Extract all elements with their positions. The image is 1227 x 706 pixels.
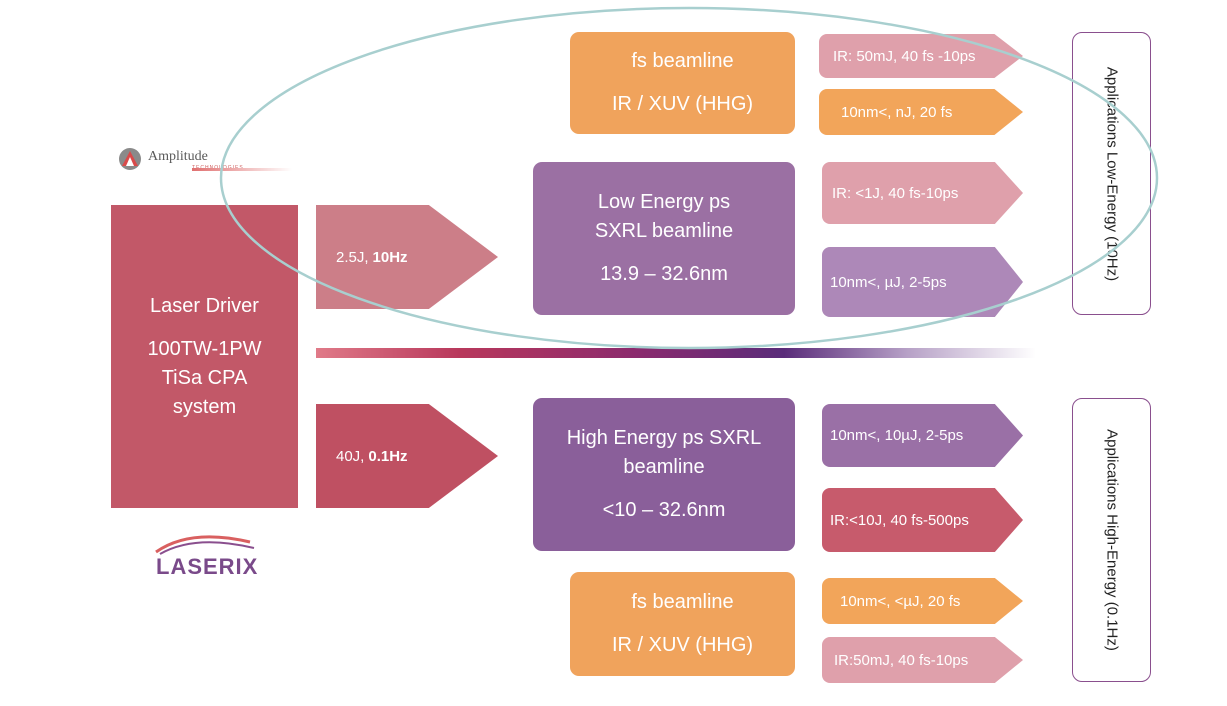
output-tag: 10nm<, 10µJ, 2-5ps — [822, 404, 1023, 467]
high-energy-arrow: 40J, 0.1Hz — [316, 404, 498, 508]
fs-beamline-top-title: fs beamline — [631, 50, 734, 72]
laser-driver-system: system — [172, 395, 237, 418]
laser-driver-box: Laser Driver 100TW-1PW TiSa CPA system — [111, 205, 298, 508]
divider-gradient-bar — [316, 348, 1036, 358]
low-energy-ps-title-1: Low Energy ps — [597, 191, 731, 213]
high-energy-ps-title-1: High Energy ps SXRL — [566, 427, 762, 449]
output-tag: IR:<10J, 40 fs-500ps — [822, 488, 1023, 552]
high-energy-ps-title-2: beamline — [623, 456, 705, 478]
output-tag: IR: 50mJ, 40 fs -10ps — [819, 34, 1023, 78]
applications-low-energy-label: Applications Low-Energy (10Hz) — [1103, 66, 1120, 281]
low-energy-arrow: 2.5J, 10Hz — [316, 205, 498, 309]
amplitude-logo-mark — [119, 148, 141, 170]
fs-beamline-top-box: fs beamline IR / XUV (HHG) — [570, 32, 795, 134]
laser-driver-title: Laser Driver — [150, 294, 259, 317]
applications-low-energy-box: Applications Low-Energy (10Hz) — [1072, 32, 1151, 315]
laser-driver-type: TiSa CPA — [161, 366, 248, 389]
output-tag: 10nm<, nJ, 20 fs — [819, 89, 1023, 135]
amplitude-logo: Amplitude TECHNOLOGIES — [116, 146, 296, 176]
high-energy-ps-box: High Energy ps SXRL beamline <10 – 32.6n… — [533, 398, 795, 551]
amplitude-logo-text: Amplitude — [148, 149, 208, 164]
low-energy-ps-box: Low Energy ps SXRL beamline 13.9 – 32.6n… — [533, 162, 795, 315]
fs-beamline-top-sub: IR / XUV (HHG) — [611, 93, 754, 115]
laserix-logo: LASERIX — [150, 528, 260, 580]
amplitude-logo-swoosh — [192, 168, 292, 171]
applications-high-energy-label: Applications High-Energy (0.1Hz) — [1103, 429, 1120, 651]
laserix-logo-text: LASERIX — [156, 554, 259, 579]
high-energy-ps-range: <10 – 32.6nm — [602, 499, 726, 521]
low-energy-arrow-rate: 10Hz — [372, 248, 408, 266]
low-energy-ps-range: 13.9 – 32.6nm — [600, 263, 728, 285]
high-energy-arrow-rate: 0.1Hz — [368, 447, 408, 465]
laserix-logo-swoosh — [155, 535, 255, 555]
fs-beamline-bottom-box: fs beamline IR / XUV (HHG) — [570, 572, 795, 676]
output-tag: IR:50mJ, 40 fs-10ps — [822, 637, 1023, 683]
fs-beamline-bottom-sub: IR / XUV (HHG) — [611, 634, 754, 656]
low-energy-ps-title-2: SXRL beamline — [594, 220, 734, 242]
output-tag: 10nm<, <µJ, 20 fs — [822, 578, 1023, 624]
output-tag: 10nm<, µJ, 2-5ps — [822, 247, 1023, 317]
laser-driver-power: 100TW-1PW — [147, 337, 262, 360]
fs-beamline-bottom-title: fs beamline — [631, 591, 734, 613]
output-tag: IR: <1J, 40 fs-10ps — [822, 162, 1023, 224]
high-energy-arrow-label: 40J, — [336, 447, 365, 465]
applications-high-energy-box: Applications High-Energy (0.1Hz) — [1072, 398, 1151, 682]
low-energy-arrow-label: 2.5J, — [336, 248, 369, 266]
